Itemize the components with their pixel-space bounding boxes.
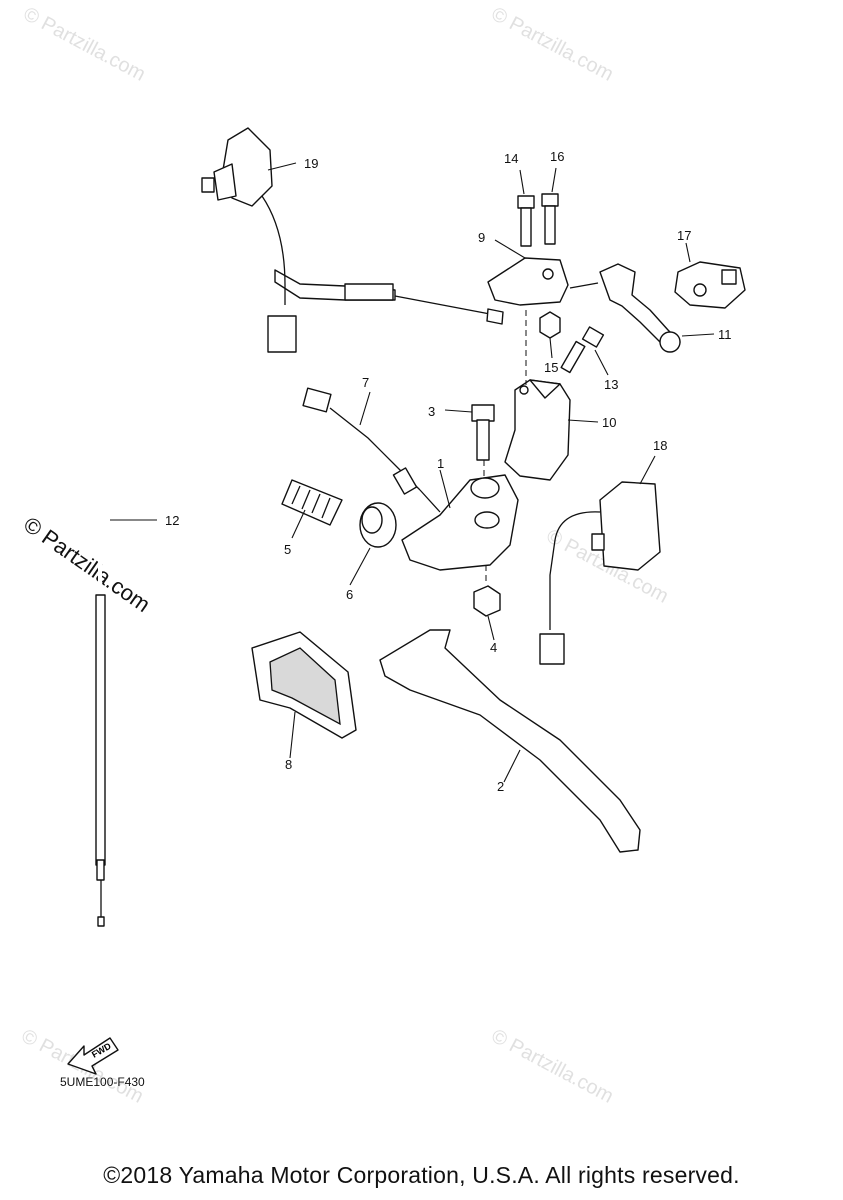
callout-17: 17 [677,228,691,243]
part-3-bolt [444,404,495,480]
diagram-code: 5UME100-F430 [60,1075,145,1089]
callout-14: 14 [504,151,518,166]
part-17-holder [674,242,746,309]
copyright-notice: ©2018 Yamaha Motor Corporation, U.S.A. A… [103,1162,740,1188]
watermark-top-left: © Partzilla.com [20,3,149,86]
part-16-bolt [541,167,559,245]
callout-6: 6 [346,587,353,602]
part-4-nut [473,565,501,641]
callout-3: 3 [428,404,435,419]
part-2-lever [379,629,641,853]
callout-5: 5 [284,542,291,557]
callout-1: 1 [437,456,444,471]
callout-16: 16 [550,149,564,164]
watermark-top-right: © Partzilla.com [488,3,617,86]
callout-8: 8 [285,757,292,772]
fwd-arrow-icon: FWD [67,1037,119,1075]
watermark-text: © Partzilla.com [19,512,155,618]
callout-7: 7 [362,375,369,390]
callout-10: 10 [602,415,616,430]
part-8-guard [251,631,357,759]
part-10-clamp [504,310,599,481]
watermark-text: © Partzilla.com [20,3,149,86]
part-7-wire [302,387,421,495]
part-18-switch [539,455,661,665]
callout-4: 4 [490,640,497,655]
part-19-switch [201,127,297,353]
watermark-text: © Partzilla.com [488,3,617,86]
watermark-bottom-right: © Partzilla.com [488,1025,617,1108]
callout-11: 11 [718,327,732,342]
part-5-adjuster [281,479,343,539]
watermark-text: © Partzilla.com [488,1025,617,1108]
part-14-bolt [517,169,535,247]
part-13-bolt [560,326,609,376]
part-9-clamp [487,239,599,306]
part-12-cable [95,269,504,927]
watermark-left-dark: © Partzilla.com [19,512,155,618]
callout-12: 12 [165,513,179,528]
part-11-lever [599,263,715,353]
part-1-holder [401,469,519,571]
callout-2: 2 [497,779,504,794]
callout-9: 9 [478,230,485,245]
part-6-nut [349,502,397,586]
callout-15: 15 [544,360,558,375]
part-15-nut [539,311,561,359]
callout-19: 19 [304,156,318,171]
callout-13: 13 [604,377,618,392]
callout-18: 18 [653,438,667,453]
